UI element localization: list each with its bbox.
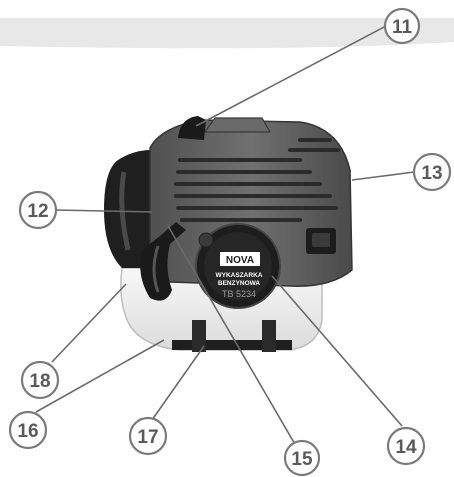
callout-16: 16 bbox=[8, 410, 48, 450]
air-filter-cover bbox=[104, 149, 160, 268]
air-filter-highlight bbox=[119, 171, 131, 251]
leader-11 bbox=[195, 25, 387, 127]
leader-12 bbox=[55, 209, 153, 213]
cooling-fins bbox=[174, 138, 340, 222]
brand-plate bbox=[220, 252, 260, 266]
callout-18-label: 18 bbox=[29, 371, 50, 392]
brand-logo: NOVA bbox=[226, 255, 254, 266]
callout-16-label: 16 bbox=[17, 421, 38, 442]
leader-lines bbox=[35, 25, 415, 447]
exhaust-inner bbox=[312, 233, 330, 247]
primer-bulb bbox=[198, 232, 214, 248]
mount-base bbox=[172, 340, 292, 350]
mount-foot-right bbox=[262, 320, 276, 352]
engine-body: NOVA WYKASZARKA BENZYNOWA TB 5234 bbox=[104, 116, 353, 352]
callout-13: 13 bbox=[412, 152, 452, 192]
leader-14 bbox=[271, 275, 403, 427]
callout-14: 14 bbox=[386, 426, 426, 466]
engine-model: TB 5234 bbox=[222, 289, 256, 299]
callout-17-label: 17 bbox=[137, 427, 158, 448]
leader-17 bbox=[151, 345, 205, 421]
callout-11: 11 bbox=[383, 7, 421, 45]
leader-16 bbox=[35, 339, 165, 413]
callout-13-label: 13 bbox=[421, 163, 442, 184]
top-switch bbox=[178, 116, 206, 140]
starter-handle bbox=[140, 222, 186, 301]
mount-foot-left bbox=[192, 320, 206, 352]
top-ridge bbox=[203, 117, 272, 133]
background-band bbox=[0, 18, 454, 49]
leader-18 bbox=[51, 283, 127, 363]
leader-13 bbox=[351, 171, 415, 181]
starter-handle-highlight bbox=[152, 245, 160, 293]
callout-17: 17 bbox=[128, 416, 168, 456]
callout-15: 15 bbox=[283, 439, 321, 477]
engine-label-line2: BENZYNOWA bbox=[218, 280, 261, 287]
callout-12-label: 12 bbox=[27, 201, 48, 222]
callout-14-label: 14 bbox=[395, 437, 417, 458]
leader-15 bbox=[167, 225, 297, 447]
callout-15-label: 15 bbox=[291, 449, 313, 470]
callout-11-label: 11 bbox=[392, 17, 413, 38]
callout-12: 12 bbox=[18, 190, 58, 230]
callout-18: 18 bbox=[20, 360, 60, 400]
engine-label-line1: WYKASZARKA bbox=[216, 272, 263, 279]
